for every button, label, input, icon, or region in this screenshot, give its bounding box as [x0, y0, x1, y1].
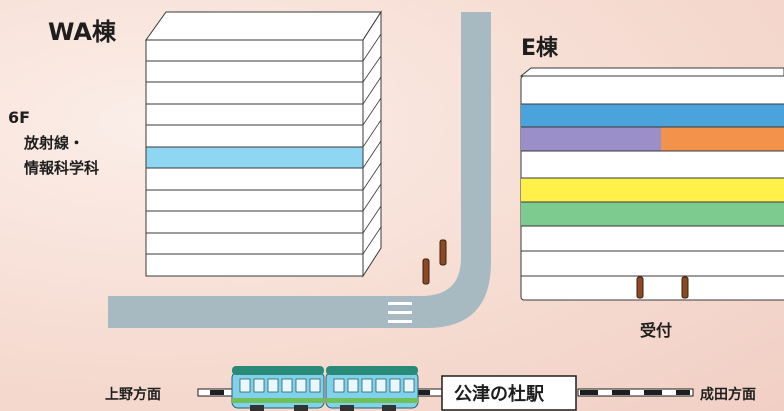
e-building-label: E棟: [521, 36, 559, 61]
ueno-direction-label: 上野方面: [105, 387, 161, 403]
road: [108, 12, 491, 328]
wa-building: [145, 10, 382, 278]
floor-label-6f: 6F: [8, 108, 31, 127]
reception-door-post: [636, 276, 644, 299]
station-box: [441, 375, 577, 411]
department-label-line1: 放射線・: [24, 134, 85, 152]
station-name: 公津の杜駅: [454, 384, 544, 405]
reception-label: 受付: [640, 321, 673, 340]
train: [231, 366, 419, 411]
train-car: [325, 366, 419, 411]
e-building: [519, 67, 784, 301]
wa-6f-highlight: [145, 146, 364, 169]
reception-door-post: [681, 276, 689, 299]
department-label-line2: 情報科学科: [24, 159, 100, 177]
narita-direction-label: 成田方面: [700, 387, 756, 403]
crosswalk: [388, 302, 412, 323]
railway-track: [197, 388, 694, 397]
bollard: [422, 258, 430, 285]
wa-building-label: WA棟: [48, 18, 116, 46]
train-car: [231, 366, 325, 411]
bollard: [439, 239, 447, 266]
